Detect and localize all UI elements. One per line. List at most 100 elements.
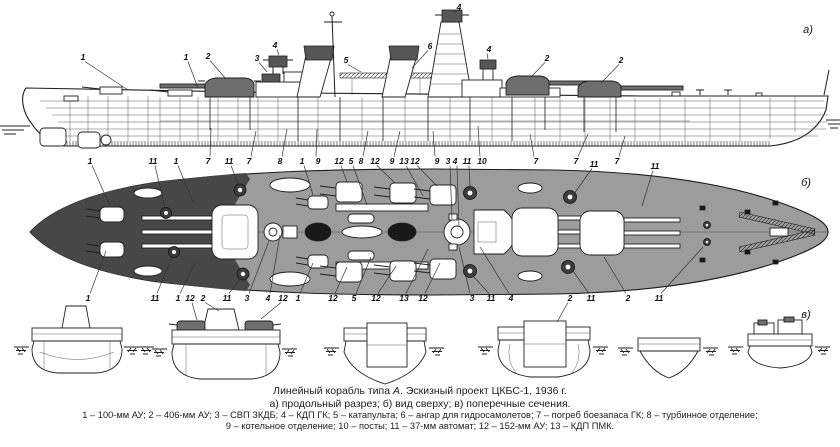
callout-leader [281,128,288,157]
callout-number-2: 2 [618,55,624,65]
callout-leader [269,234,281,294]
callout-leader [405,248,429,294]
side-view [0,9,840,149]
callout-number-9: 9 [435,156,440,166]
section-5 [617,337,719,379]
callout-number-4: 4 [456,2,462,12]
callout-number-9: 9 [316,156,321,166]
section-2 [151,308,298,380]
callout-leader [91,165,111,207]
callout-number-2: 2 [544,53,550,63]
funnel-1 [296,54,333,98]
plan-aa-mounts [160,183,711,281]
main-turret-4-barrels [620,85,684,91]
callout-number-11: 11 [651,161,660,171]
callout-leader [477,125,481,157]
plan-main-turret-4 [579,210,681,256]
callout-leader [641,170,654,207]
callout-number-3: 3 [245,293,250,303]
callout-leader [393,130,401,157]
bulkhead-lines [209,95,617,141]
masthead [329,11,335,17]
callout-leader [660,246,704,294]
callout-leader [340,165,348,183]
paravane-gear [100,134,112,146]
callout-number-7: 7 [206,156,212,166]
hangar-supports [351,78,421,95]
figure-caption: Линейный корабль типа А. Эскизный проект… [0,385,840,432]
callout-leader [248,240,270,294]
callout-leader [230,165,240,187]
kdp-director-top [441,9,463,23]
callout-number-3: 3 [255,53,260,63]
callout-number-11: 11 [463,156,472,166]
callout-leader [209,127,212,157]
callout-number-6: 6 [428,41,433,51]
callout-number-3: 3 [470,293,475,303]
bottom-hatch-band [64,141,770,146]
plan-152mm-turrets [319,181,457,283]
callout-leader [573,168,593,195]
callout-leader [258,62,268,73]
callout-number-12: 12 [278,293,288,303]
callout-number-1: 1 [86,293,91,303]
callout-number-13: 13 [399,293,409,303]
callout-number-11: 11 [590,159,599,169]
callout-leader [479,246,510,294]
side-hull [22,87,829,147]
callout-leader [154,165,166,209]
plan-funnel-1 [304,222,332,242]
callout-number-12: 12 [185,293,195,303]
callout-number-9: 9 [390,156,395,166]
callout-number-5: 5 [344,55,349,65]
callout-number-4: 4 [265,293,271,303]
plan-main-turret-1 [141,204,259,260]
funnel-2-cap [388,45,420,61]
hull-plating-lines [40,100,828,137]
callout-leader [334,266,348,294]
view-label: в) [801,309,811,321]
callout-leader [529,133,535,157]
callout-number-1: 1 [296,293,301,303]
callout-number-5: 5 [352,293,357,303]
callout-number-10: 10 [477,156,487,166]
callout-number-2: 2 [567,293,573,303]
callout-leader [204,302,220,312]
callout-number-1: 1 [88,156,93,166]
main-turret-1-barrels [159,83,206,89]
callout-leader [228,277,242,294]
callout-leader [352,165,368,206]
callout-leader [618,135,626,157]
callout-leader [84,61,129,91]
callout-number-1: 1 [300,156,305,166]
legend-line: 1 – 100-мм АУ; 2 – 406-мм АУ; 3 – СВП ЗК… [82,410,758,420]
callout-leader [449,165,453,220]
callout-number-4: 4 [486,44,492,54]
callout-number-12: 12 [328,293,338,303]
callout-leader [405,165,424,197]
plan-view [29,168,829,296]
callout-leader [355,256,372,294]
callout-number-2: 2 [205,51,211,61]
plan-conning-tower [263,222,298,242]
callout-leader [411,50,429,69]
callout-leader [376,165,396,184]
callout-leader [472,275,490,294]
callout-leader [303,165,314,196]
callout-number-4: 4 [452,156,458,166]
deck-fitting [755,92,763,97]
main-turret-4 [577,80,622,98]
callout-number-2: 2 [625,293,631,303]
callout-leader [276,49,280,56]
callout-number-1: 1 [176,293,181,303]
callout-leader [89,250,107,294]
hull-frame-lines [69,96,796,141]
fwd-100mm-mount [167,89,193,97]
callout-number-12: 12 [334,156,344,166]
callout-number-8: 8 [278,156,283,166]
section-6 [727,316,831,369]
callout-number-4: 4 [508,293,514,303]
callout-number-11: 11 [151,293,160,303]
